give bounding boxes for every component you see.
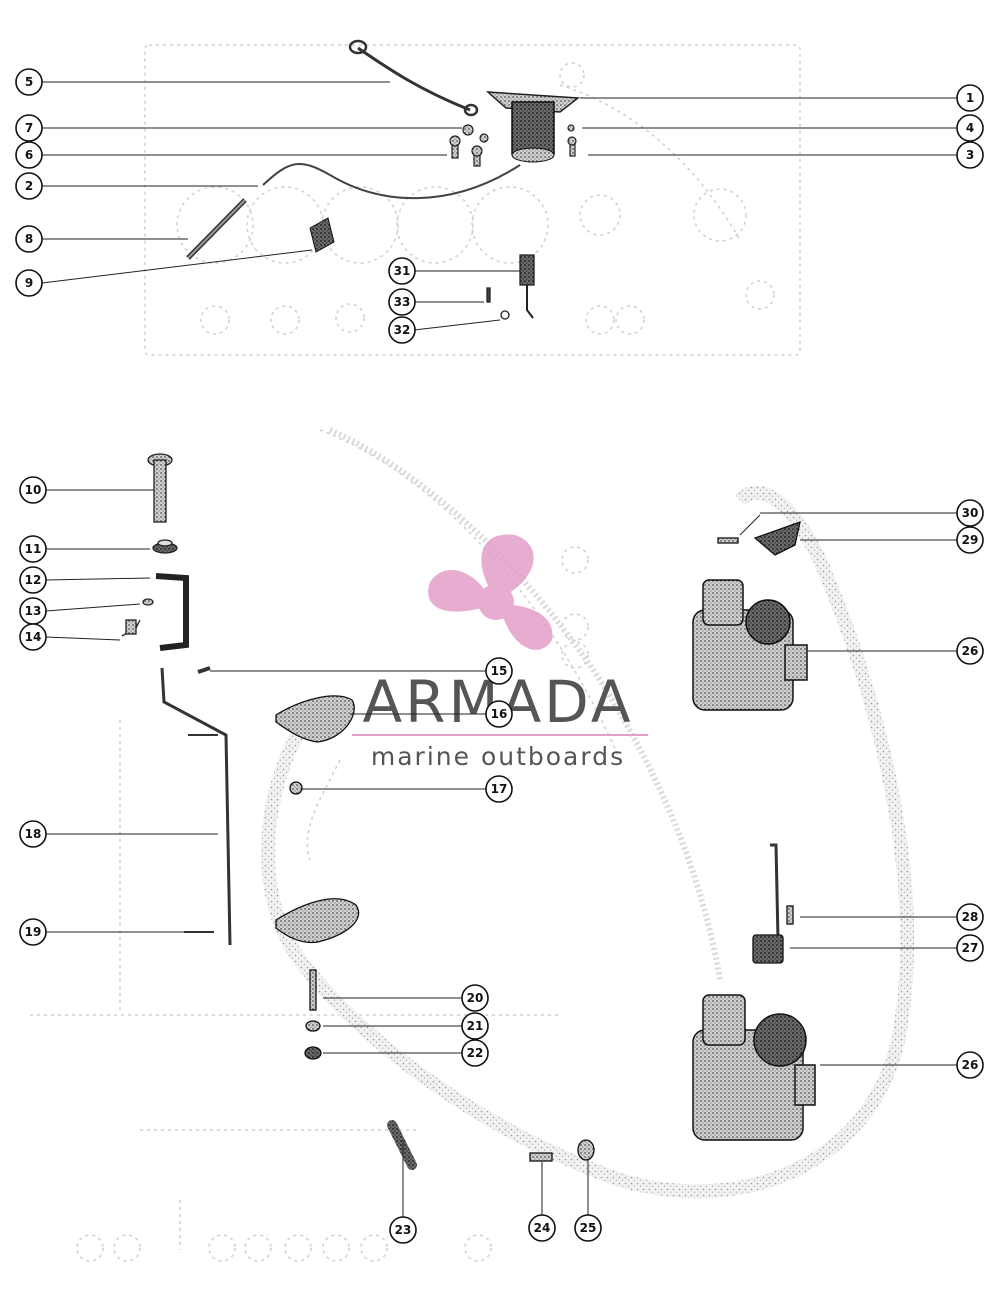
callout-10-label: 10 [25, 483, 42, 497]
callout-10: 10 [19, 476, 47, 504]
callout-18-label: 18 [25, 827, 42, 841]
callout-20: 20 [461, 984, 489, 1012]
callout-25-label: 25 [580, 1221, 597, 1235]
callout-31-label: 31 [394, 264, 411, 278]
callout-15-label: 15 [491, 664, 508, 678]
callout-7-label: 7 [25, 121, 33, 135]
callout-3-label: 3 [966, 148, 974, 162]
callout-32: 32 [388, 316, 416, 344]
callout-1-label: 1 [966, 91, 974, 105]
callout-12: 12 [19, 566, 47, 594]
callout-20-label: 20 [467, 991, 484, 1005]
gasket-outline [261, 427, 914, 1199]
callout-27-label: 27 [962, 941, 979, 955]
part-washers-left [142, 539, 178, 606]
part-link-rod [160, 666, 232, 946]
callout-33-label: 33 [394, 295, 411, 309]
callout-30-label: 30 [962, 506, 979, 520]
callout-17: 17 [485, 775, 513, 803]
part-choke-lever-upper [717, 520, 801, 556]
callout-18: 18 [19, 820, 47, 848]
callout-5: 5 [15, 68, 43, 96]
callout-30: 30 [956, 499, 984, 527]
part-throttle-cam-upper [275, 695, 355, 795]
callout-bubbles: 1 4 3 5 7 6 2 8 9 31 33 32 10 11 12 13 1… [15, 68, 984, 1244]
callout-11-label: 11 [25, 542, 42, 556]
callout-15: 15 [485, 657, 513, 685]
part-throttle-shaft-bolt [147, 453, 173, 523]
callout-1: 1 [956, 84, 984, 112]
callout-21: 21 [461, 1012, 489, 1040]
part-choke-lever-lower [752, 843, 794, 964]
callout-24-label: 24 [534, 1221, 551, 1235]
callout-22: 22 [461, 1039, 489, 1067]
callout-9: 9 [15, 269, 43, 297]
callout-16-label: 16 [491, 707, 508, 721]
callout-22-label: 22 [467, 1046, 484, 1060]
callout-3: 3 [956, 141, 984, 169]
callout-26-upper-label: 26 [962, 644, 979, 658]
callout-9-label: 9 [25, 276, 33, 290]
part-choke-solenoid [485, 91, 581, 163]
callout-14: 14 [19, 623, 47, 651]
callout-16: 16 [485, 700, 513, 728]
callout-29-label: 29 [962, 533, 979, 547]
callout-29: 29 [956, 526, 984, 554]
callout-11: 11 [19, 535, 47, 563]
callout-26-upper: 26 [956, 637, 984, 665]
callout-28-label: 28 [962, 910, 979, 924]
part-ground-strap [348, 39, 479, 117]
part-throttle-cam-lower [275, 898, 360, 944]
callout-27: 27 [956, 934, 984, 962]
callout-33: 33 [388, 288, 416, 316]
callout-32-label: 32 [394, 323, 411, 337]
callout-6: 6 [15, 141, 43, 169]
callout-13-label: 13 [25, 604, 42, 618]
callout-26-lower-label: 26 [962, 1058, 979, 1072]
callout-2-label: 2 [25, 179, 33, 193]
callout-2: 2 [15, 172, 43, 200]
callout-4-label: 4 [966, 121, 974, 135]
callout-4: 4 [956, 114, 984, 142]
callout-8: 8 [15, 225, 43, 253]
callout-8-label: 8 [25, 232, 33, 246]
callout-14-label: 14 [25, 630, 42, 644]
callout-23: 23 [389, 1216, 417, 1244]
callout-7: 7 [15, 114, 43, 142]
part-bracket [155, 573, 189, 651]
callout-5-label: 5 [25, 75, 33, 89]
brand-tagline: marine outboards [371, 742, 625, 771]
callout-28: 28 [956, 903, 984, 931]
part-carburetor-upper [692, 579, 808, 711]
part-small-screws-top [449, 124, 577, 167]
part-bottom-screw-clip [529, 1139, 595, 1162]
part-sleeve [309, 217, 335, 253]
brand-logo-mark [428, 534, 553, 650]
callout-25: 25 [574, 1214, 602, 1242]
callout-21-label: 21 [467, 1019, 484, 1033]
part-plunger-assembly [486, 254, 535, 320]
callout-13: 13 [19, 597, 47, 625]
part-carburetor-lower [692, 994, 816, 1141]
callout-17-label: 17 [491, 782, 508, 796]
callout-26-lower: 26 [956, 1051, 984, 1079]
callout-31: 31 [388, 257, 416, 285]
part-pin [186, 198, 247, 260]
part-solenoid-lead-wire [262, 162, 521, 200]
part-spring [387, 1120, 417, 1170]
callout-24: 24 [528, 1214, 556, 1242]
callout-23-label: 23 [395, 1223, 412, 1237]
part-stud-and-nuts [304, 969, 322, 1060]
callout-12-label: 12 [25, 573, 42, 587]
part-bracket-screw [121, 619, 141, 637]
callout-19-label: 19 [25, 925, 42, 939]
callout-19: 19 [19, 918, 47, 946]
leader-lines [41, 81, 957, 1217]
callout-6-label: 6 [25, 148, 33, 162]
